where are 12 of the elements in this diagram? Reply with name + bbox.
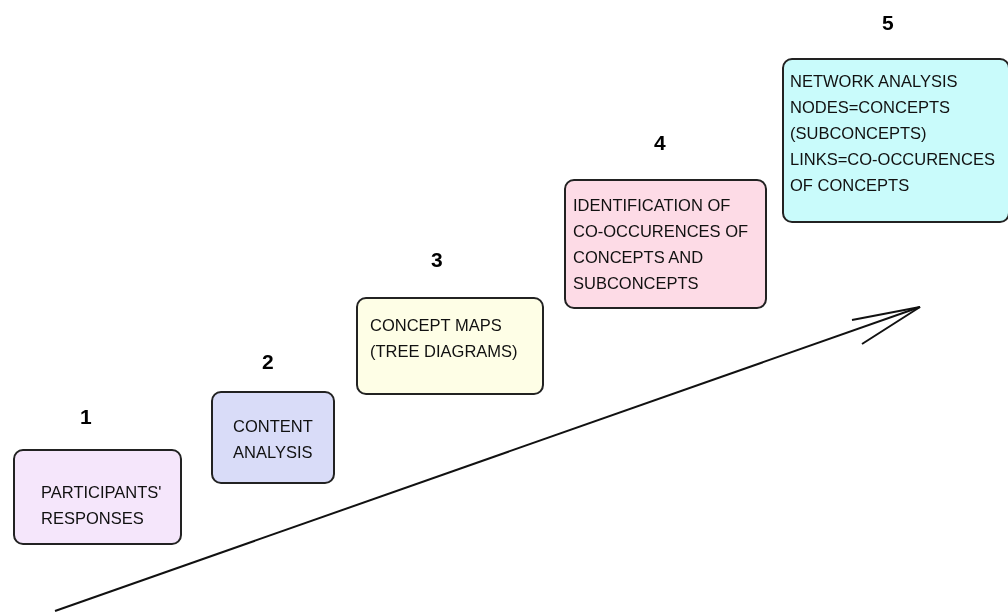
step-label: IDENTIFICATION OF CO-OCCURENCES OF CONCEPTS AND SUBCONCEPTS <box>573 195 750 294</box>
step-label: PARTICIPANTS' RESPONSES <box>41 482 163 529</box>
step-number: 3 <box>431 249 443 270</box>
step-label: NODES=CONCEPTS (SUBCONCEPTS) <box>790 96 951 144</box>
step-label: CONTENT ANALYSIS <box>233 415 314 463</box>
step-number: 2 <box>262 351 274 372</box>
step-label: LINKS=CO-OCCURENCES OF CONCEPTS <box>790 148 996 196</box>
step-number: 4 <box>654 132 666 153</box>
step-number: 1 <box>80 406 92 427</box>
step-label: CONCEPT MAPS (TREE DIAGRAMS) <box>370 315 519 362</box>
step-number: 5 <box>882 12 894 33</box>
step-label: NETWORK ANALYSIS <box>790 70 959 92</box>
